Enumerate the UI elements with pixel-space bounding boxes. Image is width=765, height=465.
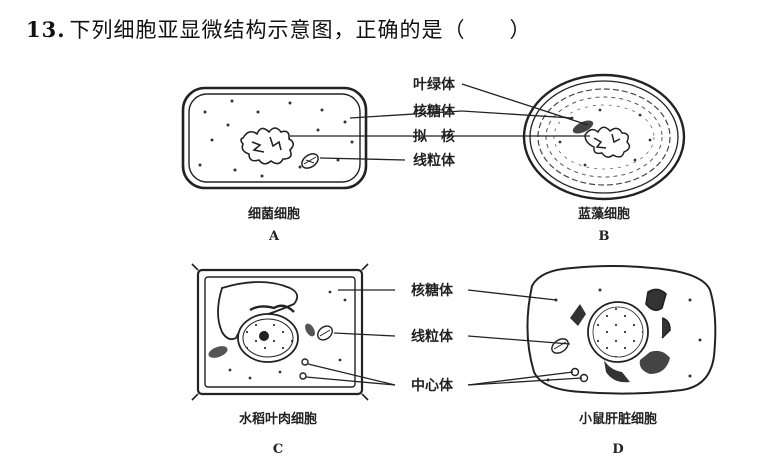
plant-cell-wall (196, 268, 364, 396)
cyano-ribosomes (558, 108, 652, 167)
plant-nucleolus (259, 331, 269, 341)
animal-er-rough (639, 350, 670, 374)
cyanobacterial-cell (522, 73, 686, 201)
plant-er (249, 304, 295, 313)
label-ribosome-bottom: 核糖体 (411, 282, 454, 299)
label-ribosome-top: 核糖体 (413, 103, 456, 120)
plant-centrosome (301, 358, 309, 366)
letter-a: A (268, 229, 280, 244)
bacterial-cell (181, 86, 368, 190)
label-chloroplast: 叶绿体 (413, 76, 456, 93)
letter-c: C (273, 442, 283, 457)
caption-d: 小鼠肝脏细胞 (579, 411, 657, 427)
cyano-nucleoid (584, 126, 631, 158)
leader-lines-top (290, 83, 590, 161)
plant-cell (191, 263, 369, 401)
caption-c: 水稻叶肉细胞 (239, 411, 317, 427)
question-stem: 13.下列细胞亚显微结构示意图，正确的是（ ） (26, 14, 532, 44)
question-number: 13. (26, 17, 66, 42)
caption-b: 蓝藻细胞 (578, 206, 630, 222)
plant-chloroplast (208, 346, 228, 358)
label-mitochondrion-bottom: 线粒体 (411, 328, 454, 345)
cyano-outer-wall (522, 73, 686, 201)
cyano-chloroplast-mark (572, 120, 594, 134)
plant-cell-membrane (204, 276, 356, 388)
animal-er (645, 288, 671, 339)
animal-cell-membrane (526, 265, 717, 395)
bacterial-nucleoid (240, 127, 295, 165)
animal-cell (526, 265, 717, 395)
bacterial-wall (181, 86, 368, 190)
caption-a: 细菌细胞 (248, 206, 300, 222)
animal-golgi (570, 304, 586, 326)
letter-d: D (612, 442, 623, 457)
bacterial-membrane (188, 93, 361, 183)
label-mitochondrion-top: 线粒体 (413, 152, 456, 169)
letter-b: B (599, 229, 610, 244)
cyano-photosynthetic-lamella (537, 88, 671, 186)
question-text: 下列细胞亚显微结构示意图，正确的是（ ） (69, 18, 532, 42)
cyano-membrane (529, 80, 679, 194)
leader-lines-bottom (305, 289, 583, 386)
label-centrosome: 中心体 (411, 377, 454, 394)
label-nucleoid: 拟 核 (413, 128, 455, 145)
bacterial-ribosomes (198, 99, 354, 178)
